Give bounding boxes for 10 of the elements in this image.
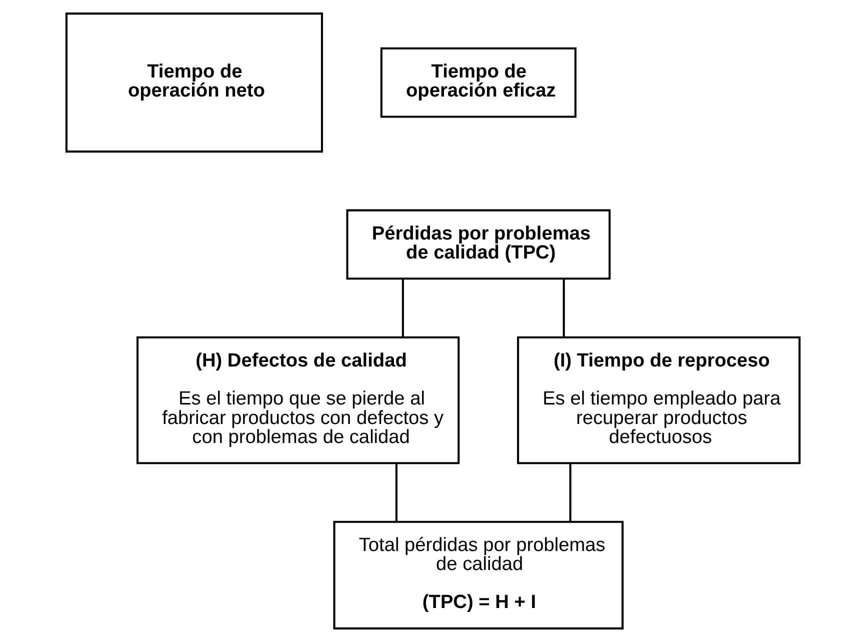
node-box: Total pérdidas por problemas de calidad (TPC) = H + I	[333, 520, 624, 630]
connector	[569, 463, 572, 522]
connector	[395, 463, 398, 522]
connector	[562, 278, 565, 338]
node-box: Tiempo de operación neto	[65, 12, 323, 153]
node-box: Pérdidas por problemas de calidad (TPC)	[346, 209, 611, 280]
node-box: (H) Defectos de calidad Es el tiempo que se pierde al fabricar productos con defectos y con problemas de calidad	[136, 336, 460, 464]
connector	[402, 278, 404, 338]
node-box: Tiempo de operación eficaz	[380, 47, 576, 118]
node-box: (I) Tiempo de reproceso Es el tiempo empleado para recuperar productos defectuosos	[517, 336, 801, 464]
